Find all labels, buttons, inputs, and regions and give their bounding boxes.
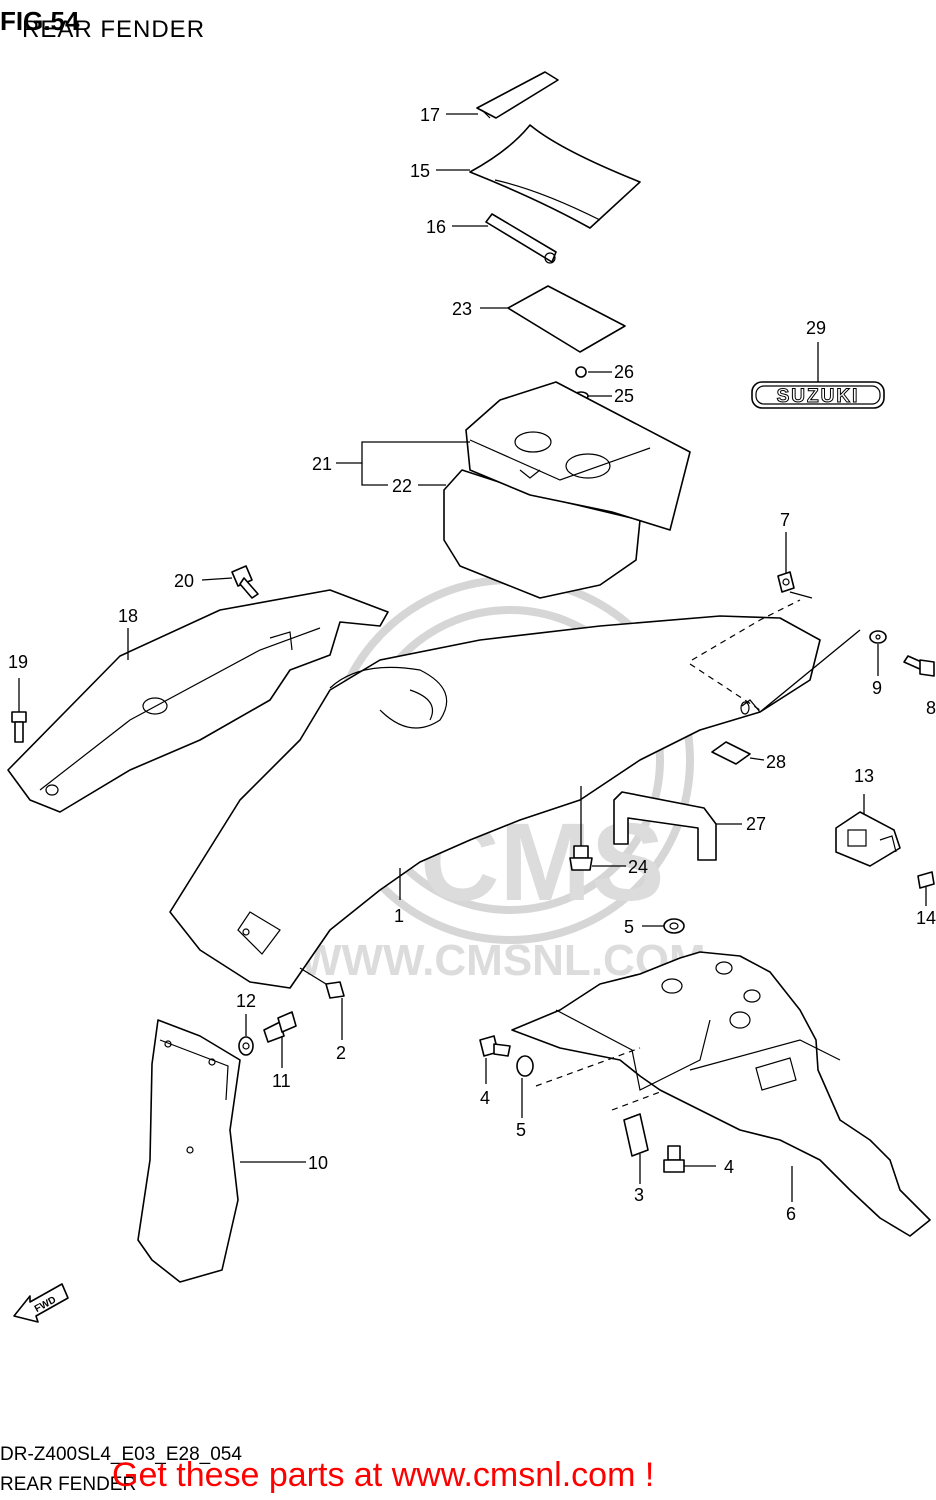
part-10-mud-flap[interactable] xyxy=(137,1019,241,1283)
callout-2: 2 xyxy=(336,1043,346,1063)
part-9-washer[interactable] xyxy=(869,630,887,644)
callout-17: 17 xyxy=(420,105,440,125)
part-20-bolt[interactable] xyxy=(231,565,259,599)
part-23-pad[interactable] xyxy=(507,285,626,353)
part-7-clip[interactable] xyxy=(777,571,795,593)
part-2-bolt[interactable] xyxy=(325,981,345,999)
callout-20: 20 xyxy=(174,571,194,591)
callout-9: 9 xyxy=(872,678,882,698)
diagram-code: DR-Z400SL4_E03_E28_054 xyxy=(0,1444,242,1465)
part-28-pad[interactable] xyxy=(711,741,751,765)
callout-13: 13 xyxy=(854,766,874,786)
part-24-bolt[interactable] xyxy=(569,845,593,871)
part-12-washer[interactable] xyxy=(238,1036,254,1056)
callout-6: 6 xyxy=(786,1204,796,1224)
callout-24: 24 xyxy=(628,857,648,877)
part-11-bolt[interactable] xyxy=(263,1011,297,1043)
part-17-strap[interactable] xyxy=(476,71,559,119)
callout-22: 22 xyxy=(392,476,412,496)
part-14-screw[interactable] xyxy=(917,871,935,889)
callout-10: 10 xyxy=(308,1153,328,1173)
part-19-bolt[interactable] xyxy=(11,711,27,743)
callout-15: 15 xyxy=(410,161,430,181)
part-15-tool-bag[interactable] xyxy=(469,124,641,229)
leader-lines xyxy=(18,113,927,1202)
part-13-connector[interactable] xyxy=(835,811,901,867)
part-5-washer-upper[interactable] xyxy=(663,918,685,934)
callout-12: 12 xyxy=(236,991,256,1011)
callout-27: 27 xyxy=(746,814,766,834)
callout-4-right: 4 xyxy=(724,1157,734,1177)
callout-25: 25 xyxy=(614,386,634,406)
emblem-text: SUZUKI xyxy=(777,386,860,407)
callout-18: 18 xyxy=(118,606,138,626)
callout-23: 23 xyxy=(452,299,472,319)
part-27-handle[interactable] xyxy=(613,791,717,861)
part-18-side-cover[interactable] xyxy=(7,589,389,813)
callout-7: 7 xyxy=(780,510,790,530)
part-4-bolt-lower[interactable] xyxy=(663,1145,685,1173)
callout-29: 29 xyxy=(806,318,826,338)
part-21-22-battery-holder[interactable] xyxy=(443,381,691,599)
callout-1: 1 xyxy=(394,906,404,926)
callout-5-upper: 5 xyxy=(624,917,634,937)
callout-3: 3 xyxy=(634,1185,644,1205)
callout-19: 19 xyxy=(8,652,28,672)
callout-28: 28 xyxy=(766,752,786,772)
promo-link[interactable]: Get these parts at www.cmsnl.com ! xyxy=(112,1456,655,1494)
callout-5-lower: 5 xyxy=(516,1120,526,1140)
fwd-arrow-icon: FWD xyxy=(13,1283,69,1323)
part-8-bolt[interactable] xyxy=(903,655,935,677)
callout-26: 26 xyxy=(614,362,634,382)
callout-16: 16 xyxy=(426,217,446,237)
part-4-bolt-left[interactable] xyxy=(479,1035,511,1057)
callout-labels: 17 15 16 23 26 25 21 22 29 7 20 18 19 9 … xyxy=(8,105,936,1224)
figure-number: FIG.54 xyxy=(0,6,80,36)
part-6-rear-fender-tail[interactable] xyxy=(511,951,931,1237)
part-29-emblem[interactable]: SUZUKI xyxy=(751,381,885,409)
part-3-clip[interactable] xyxy=(623,1113,649,1157)
footer-title: REAR FENDER xyxy=(0,1474,137,1495)
page-title: REAR FENDER xyxy=(22,16,206,43)
callout-8: 8 xyxy=(926,698,936,718)
callout-14: 14 xyxy=(916,908,936,928)
callout-4-left: 4 xyxy=(480,1088,490,1108)
part-16-tool[interactable] xyxy=(485,213,557,264)
part-26-nut[interactable] xyxy=(575,366,587,378)
callout-11: 11 xyxy=(272,1071,291,1091)
callout-21: 21 xyxy=(312,454,332,474)
part-5-washer-lower[interactable] xyxy=(516,1055,534,1077)
